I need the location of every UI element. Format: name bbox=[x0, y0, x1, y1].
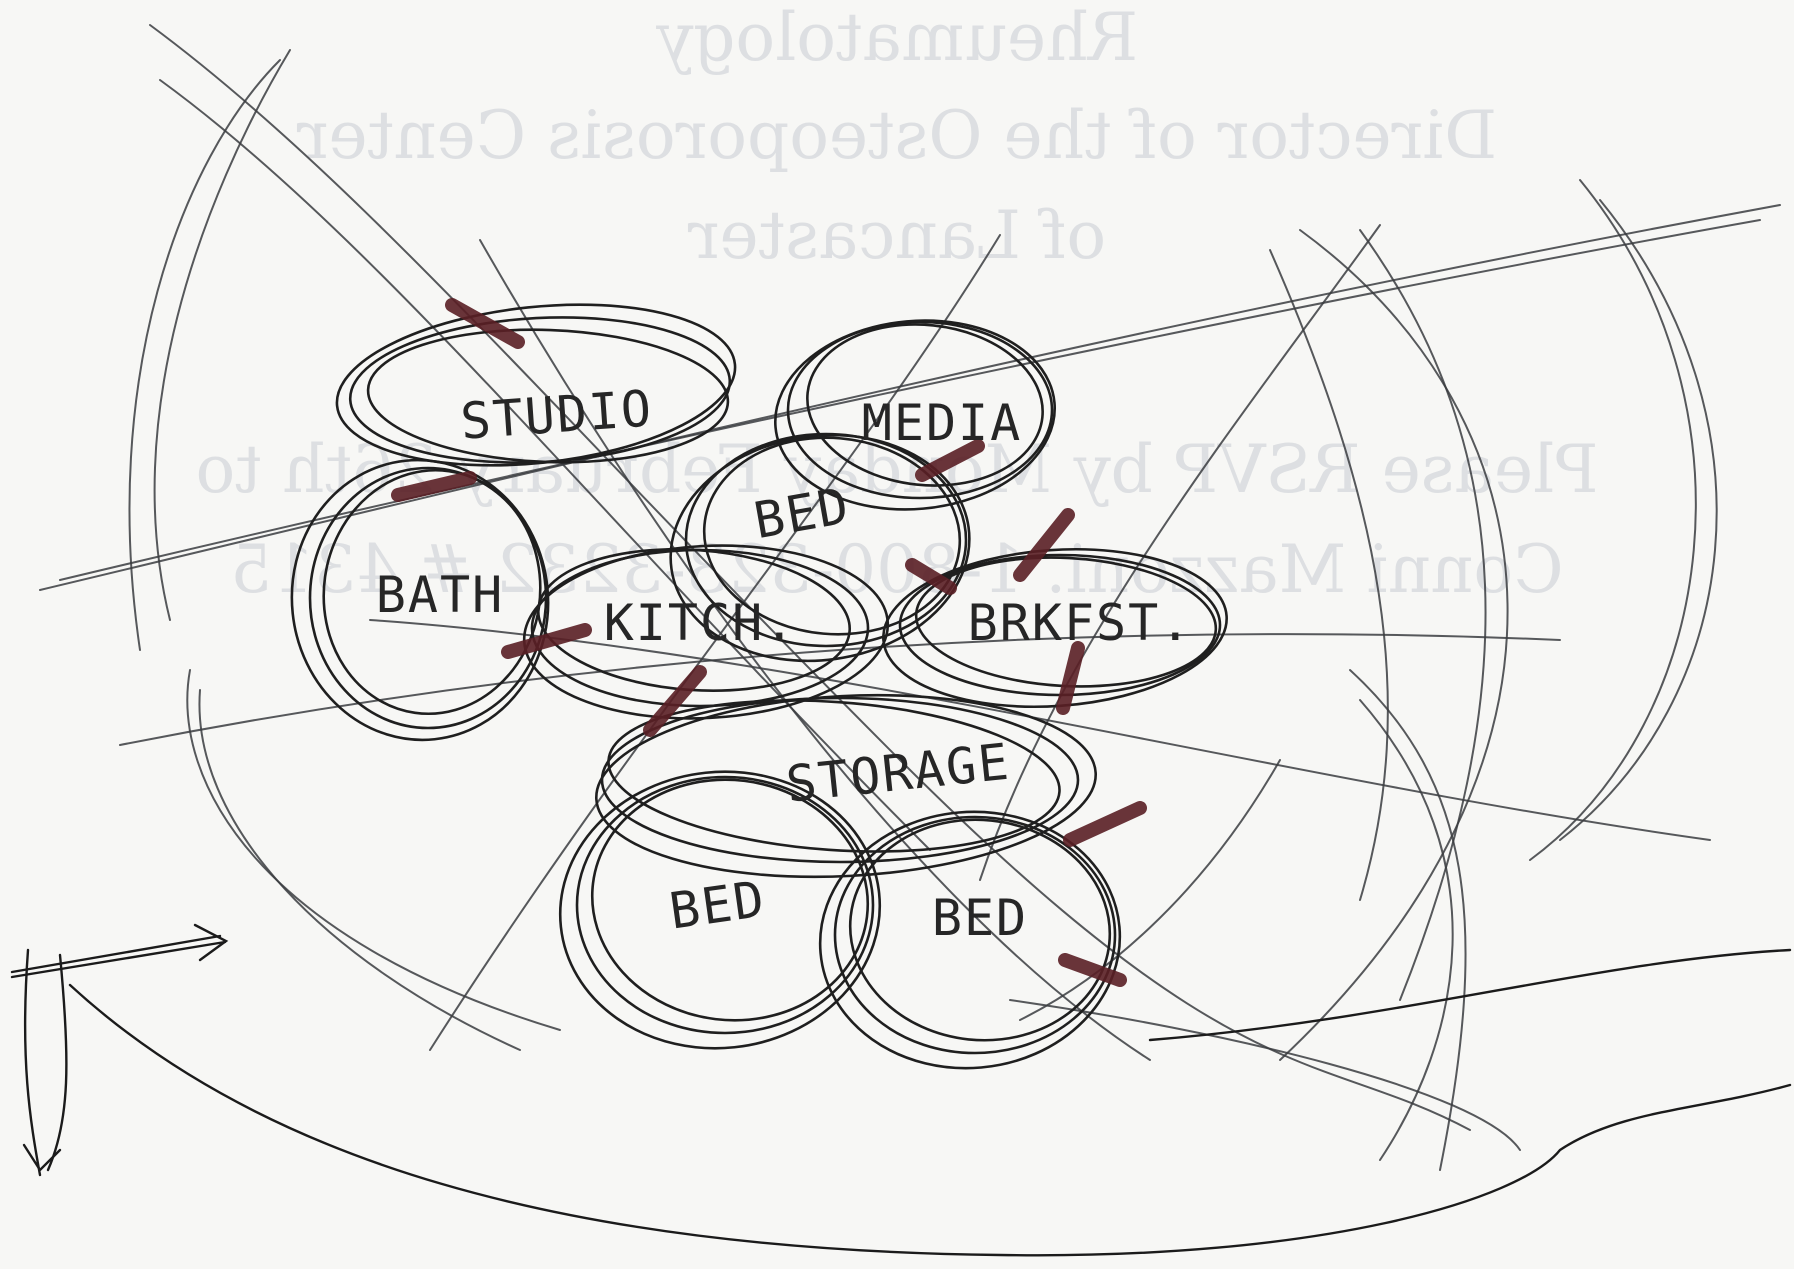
room-label-bed-lower-right: BED bbox=[932, 889, 1028, 947]
site-boundary bbox=[70, 950, 1790, 1255]
room-label-media: MEDIA bbox=[862, 394, 1023, 452]
room-label-bath: BATH bbox=[376, 566, 504, 624]
room-label-brkfst: BRKFST. bbox=[968, 594, 1193, 652]
pencil-strokes bbox=[40, 25, 1780, 1170]
room-label-bed-lower-left: BED bbox=[666, 870, 769, 941]
room-label-bed-center: BED bbox=[750, 476, 855, 550]
room-label-studio: STUDIO bbox=[459, 379, 655, 450]
north-arrow-icon bbox=[12, 925, 226, 1175]
room-label-kitchen: KITCH. bbox=[604, 594, 797, 652]
room-label-storage: STORAGE bbox=[783, 733, 1013, 814]
